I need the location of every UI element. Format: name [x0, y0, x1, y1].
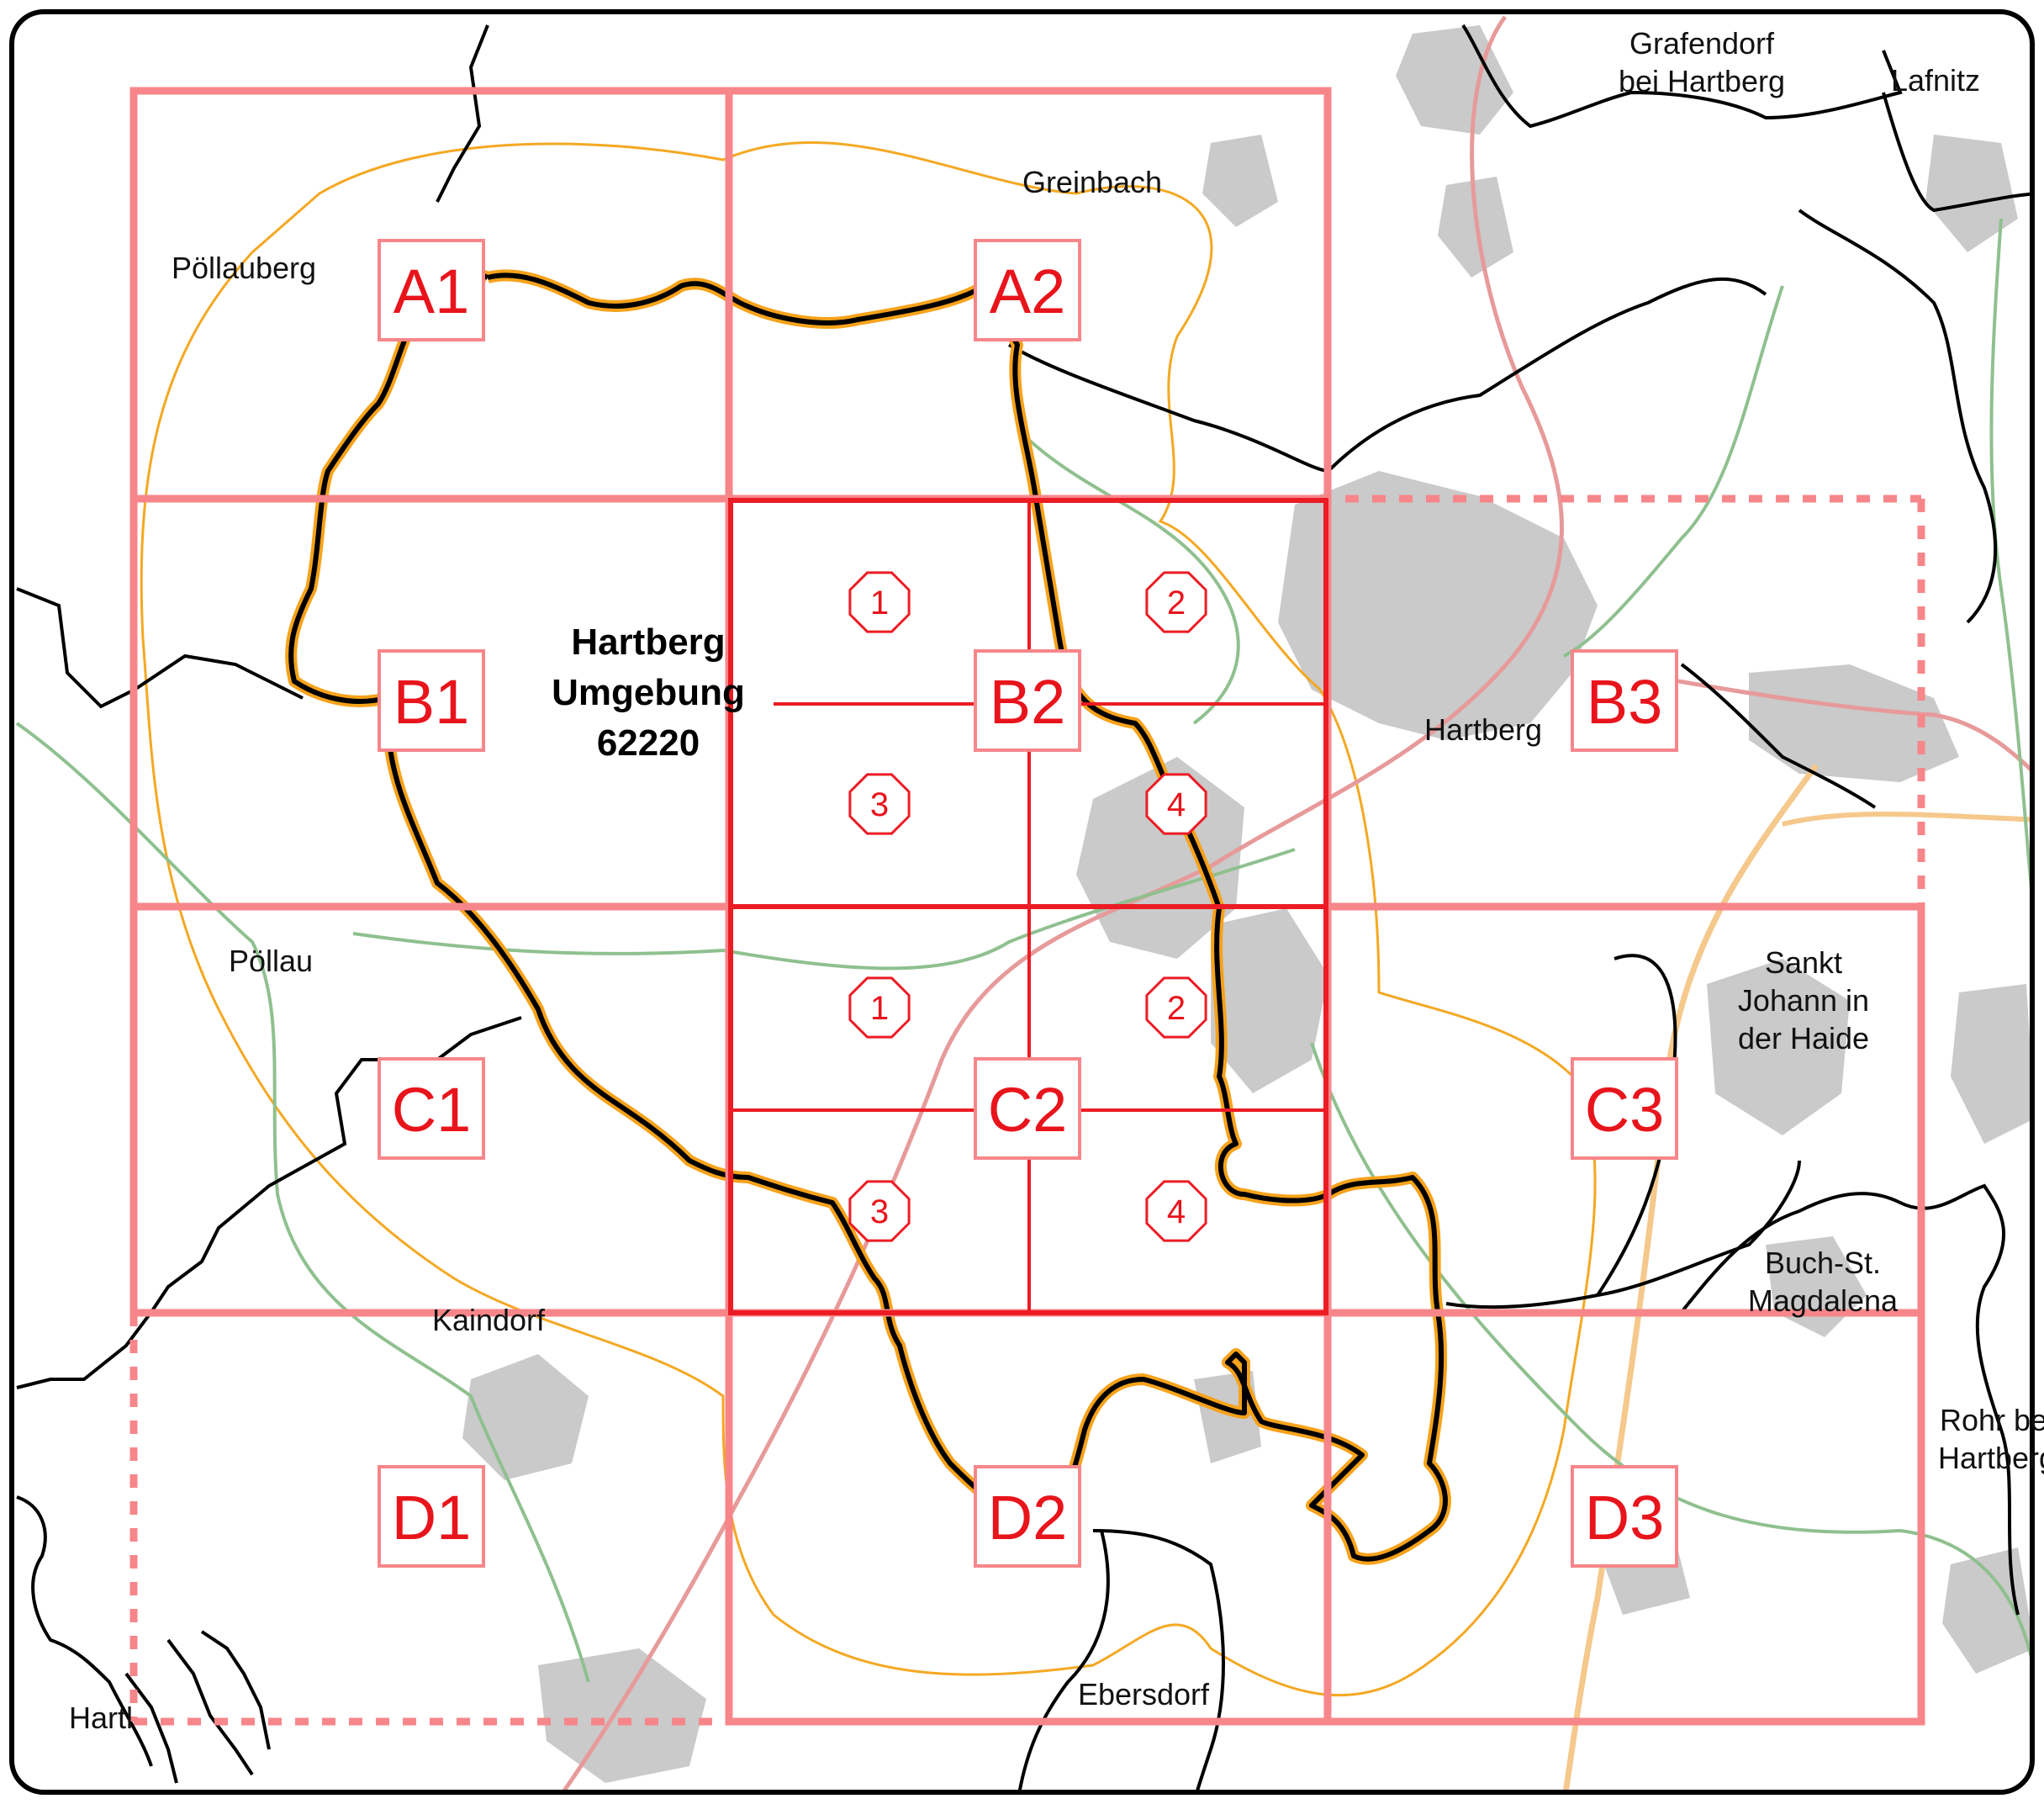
settlement-c2-east	[1211, 908, 1328, 1093]
cell-label-text: D2	[988, 1483, 1068, 1553]
subcell-number: 2	[1167, 990, 1186, 1027]
subcell-number: 2	[1167, 585, 1186, 622]
subcell-number: 1	[870, 585, 889, 622]
place-label: Hartl	[69, 1701, 133, 1735]
settlement-hartl	[538, 1648, 706, 1783]
subcell-c2-2[interactable]: 2	[1145, 976, 1207, 1039]
place-label: Kaindorf	[432, 1303, 546, 1337]
road-motorway-junction	[1782, 812, 2032, 827]
place-label: Ebersdorf	[1078, 1677, 1210, 1711]
settlement-lafnitz	[1925, 135, 2018, 252]
cell-label-d2[interactable]: D2	[974, 1465, 1081, 1568]
road-red-main	[552, 15, 1564, 1792]
subcell-b2-4[interactable]: 4	[1145, 773, 1207, 835]
subcell-number: 4	[1167, 786, 1186, 823]
cell-label-text: D3	[1585, 1483, 1665, 1553]
settlement-east-edge	[1951, 984, 2032, 1144]
cell-label-text: B2	[990, 667, 1066, 737]
subcell-number: 1	[870, 990, 889, 1027]
grid-dashed	[129, 495, 1925, 1726]
settlement-sankt-johann	[1707, 959, 1850, 1135]
buffer-outline	[140, 141, 1597, 1697]
cell-label-b1[interactable]: B1	[378, 649, 485, 752]
cell-label-d3[interactable]: D3	[1571, 1465, 1678, 1568]
place-label: Lafnitz	[1891, 63, 1980, 98]
boundary-line	[288, 272, 1448, 1562]
cell-label-text: C1	[392, 1075, 472, 1145]
settlement-grafendorf	[1396, 25, 1513, 135]
settlement-hartberg-east	[1749, 664, 1959, 782]
cell-label-c1[interactable]: C1	[378, 1057, 485, 1160]
subcell-number: 3	[870, 1193, 889, 1230]
subcell-b2-3[interactable]: 3	[848, 773, 911, 835]
cell-label-text: C3	[1585, 1075, 1665, 1145]
place-label: Pöllauberg	[172, 251, 316, 285]
cell-label-text: B3	[1587, 667, 1663, 737]
grid-cell-d3-frame	[1323, 1309, 1925, 1726]
road-green-mid	[352, 848, 1296, 971]
settlement-hartberg	[1278, 471, 1598, 740]
cell-label-a1[interactable]: A1	[378, 239, 485, 341]
subcell-c2-1[interactable]: 1	[848, 976, 911, 1039]
subcell-b2-1[interactable]: 1	[848, 571, 911, 633]
cell-label-d1[interactable]: D1	[378, 1465, 485, 1568]
subcell-number: 3	[870, 786, 889, 823]
cell-label-text: A2	[990, 257, 1066, 326]
cell-label-text: A1	[393, 257, 470, 326]
place-label: Buch-St.Magdalena	[1748, 1246, 1899, 1318]
map-border	[9, 9, 2035, 1795]
cell-label-b3[interactable]: B3	[1571, 649, 1678, 752]
cell-label-text: D1	[392, 1483, 472, 1553]
road-green-ne	[1563, 285, 1784, 658]
subcell-c2-4[interactable]: 4	[1145, 1180, 1207, 1242]
cell-label-b2[interactable]: B2	[974, 649, 1081, 752]
road-green-west	[15, 722, 590, 1683]
cell-label-text: B1	[393, 667, 470, 737]
cell-label-c3[interactable]: C3	[1571, 1057, 1678, 1160]
cell-label-c2[interactable]: C2	[974, 1057, 1081, 1160]
cell-label-text: C2	[988, 1075, 1068, 1145]
subcell-b2-2[interactable]: 2	[1145, 571, 1207, 633]
place-label: Greinbach	[1022, 165, 1162, 199]
cell-label-a2[interactable]: A2	[974, 239, 1081, 341]
road-green-north	[1016, 427, 1240, 725]
place-label: Pöllau	[229, 944, 313, 978]
settlement-a2	[1202, 135, 1278, 227]
place-label: Hartberg	[1424, 712, 1542, 747]
road-green-east	[1989, 218, 2032, 926]
subcell-c2-3[interactable]: 3	[848, 1180, 911, 1242]
subcell-number: 4	[1167, 1193, 1186, 1230]
subcell-labels: 1 2 3 4 1 2 3 4	[848, 571, 1207, 1242]
